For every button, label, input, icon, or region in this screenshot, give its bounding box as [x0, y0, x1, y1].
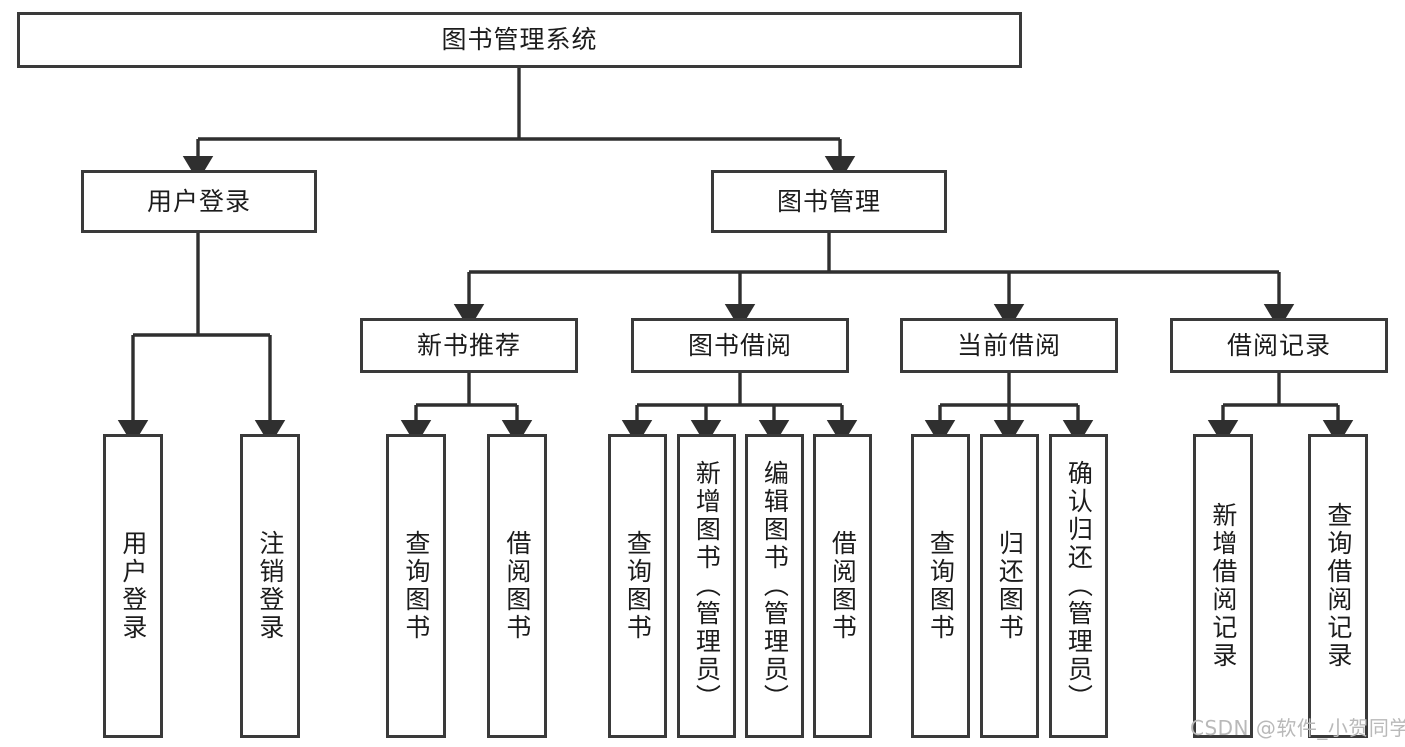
leaf-new-book-query-label: 查询图书 [401, 530, 431, 642]
watermark-text: CSDN @软件_小贺同学 [1190, 716, 1405, 740]
leaf-current-borrow-return[interactable]: 归还图书 [980, 434, 1039, 738]
node-book-management[interactable]: 图书管理 [711, 170, 947, 233]
leaf-user-login-login[interactable]: 用户登录 [103, 434, 163, 738]
leaf-book-borrow-borrow[interactable]: 借阅图书 [813, 434, 872, 738]
node-new-book-recommend-label: 新书推荐 [416, 330, 521, 360]
leaf-borrow-record-query[interactable]: 查询借阅记录 [1308, 434, 1368, 738]
node-new-book-recommend[interactable]: 新书推荐 [360, 318, 578, 373]
node-borrow-record-label: 借阅记录 [1226, 330, 1331, 360]
leaf-current-borrow-query[interactable]: 查询图书 [911, 434, 970, 738]
leaf-book-borrow-borrow-label: 借阅图书 [828, 530, 858, 642]
leaf-user-login-logout[interactable]: 注销登录 [240, 434, 300, 738]
leaf-new-book-borrow-label: 借阅图书 [502, 530, 532, 642]
node-book-borrow-label: 图书借阅 [687, 330, 792, 360]
node-root-system[interactable]: 图书管理系统 [17, 12, 1022, 68]
leaf-book-borrow-add-label: 新增图书（管理员） [692, 460, 722, 712]
leaf-borrow-record-add[interactable]: 新增借阅记录 [1193, 434, 1253, 738]
leaf-book-borrow-add[interactable]: 新增图书（管理员） [677, 434, 736, 738]
node-borrow-record[interactable]: 借阅记录 [1170, 318, 1388, 373]
leaf-user-login-logout-label: 注销登录 [255, 530, 285, 642]
node-book-borrow[interactable]: 图书借阅 [631, 318, 849, 373]
leaf-book-borrow-edit[interactable]: 编辑图书（管理员） [745, 434, 804, 738]
leaf-book-borrow-query-label: 查询图书 [623, 530, 653, 642]
leaf-current-borrow-query-label: 查询图书 [926, 530, 956, 642]
leaf-book-borrow-edit-label: 编辑图书（管理员） [760, 460, 790, 712]
node-book-management-label: 图书管理 [776, 186, 881, 216]
node-root-system-label: 图书管理系统 [441, 25, 598, 55]
node-user-login[interactable]: 用户登录 [81, 170, 317, 233]
leaf-current-borrow-confirm-label: 确认归还（管理员） [1064, 460, 1094, 712]
leaf-current-borrow-return-label: 归还图书 [995, 530, 1025, 642]
leaf-user-login-login-label: 用户登录 [118, 530, 148, 642]
leaf-new-book-borrow[interactable]: 借阅图书 [487, 434, 547, 738]
leaf-book-borrow-query[interactable]: 查询图书 [608, 434, 667, 738]
node-current-borrow[interactable]: 当前借阅 [900, 318, 1118, 373]
leaf-borrow-record-add-label: 新增借阅记录 [1208, 502, 1238, 670]
leaf-new-book-query[interactable]: 查询图书 [386, 434, 446, 738]
node-user-login-label: 用户登录 [146, 186, 251, 216]
leaf-current-borrow-confirm[interactable]: 确认归还（管理员） [1049, 434, 1108, 738]
leaf-borrow-record-query-label: 查询借阅记录 [1323, 502, 1353, 670]
node-current-borrow-label: 当前借阅 [956, 330, 1061, 360]
